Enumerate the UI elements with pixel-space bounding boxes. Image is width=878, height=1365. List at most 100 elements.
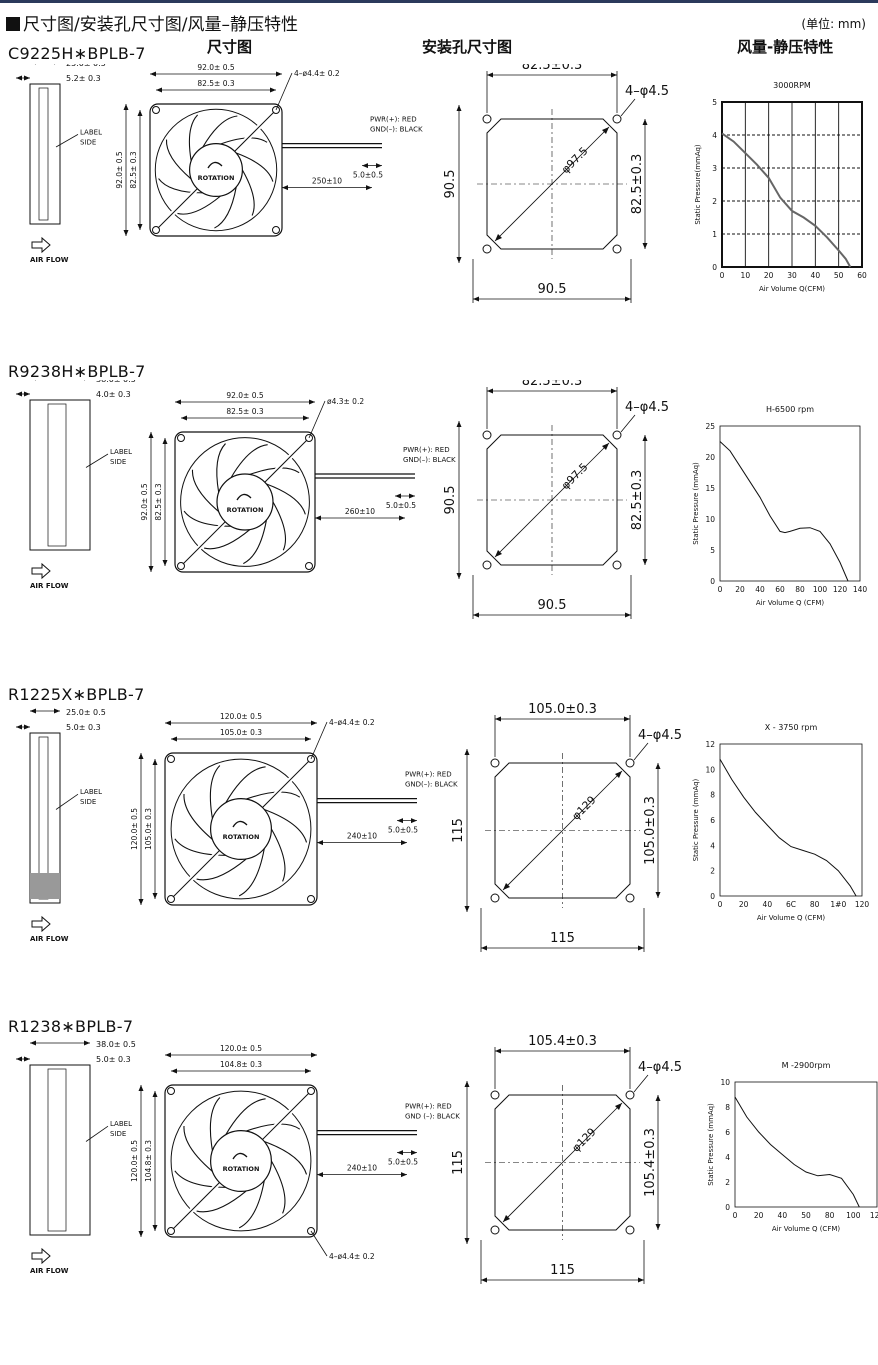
arrow-head xyxy=(123,104,129,110)
mount-width-dim: 90.5 xyxy=(538,282,567,297)
fan-blade xyxy=(238,1180,265,1229)
y-tick-label: 0 xyxy=(710,577,715,586)
mount-hole xyxy=(167,895,175,903)
mount-height-dim: 115 xyxy=(451,818,466,843)
diameter-line xyxy=(494,126,610,242)
pitch-dim: 104.8± 0.3 xyxy=(220,1060,262,1069)
arrow-head xyxy=(84,380,86,381)
chart-title: H-6500 rpm xyxy=(766,405,814,414)
arrow-head xyxy=(642,559,648,565)
x-tick-label: 50 xyxy=(834,271,844,280)
leader-line xyxy=(310,721,328,760)
y-tick-label: 20 xyxy=(705,453,715,462)
lead-dim: 240±10 xyxy=(347,832,377,841)
hole-marker xyxy=(625,758,635,768)
arrow-head xyxy=(137,224,143,230)
leader-line xyxy=(85,1125,109,1142)
label-side-text: SIDE xyxy=(110,458,126,466)
mount-hole xyxy=(167,755,175,763)
y-tick-label: 25 xyxy=(705,422,715,431)
pitch-dim: 82.5± 0.3 xyxy=(197,79,235,88)
hole-marker xyxy=(490,893,500,903)
arrow-head xyxy=(137,110,143,116)
y-tick-label: 12 xyxy=(705,740,715,749)
arrow-head xyxy=(303,415,309,421)
airflow-column-title: 风量-静压特性 xyxy=(737,38,834,56)
fan-opening xyxy=(154,108,278,232)
fan-blade xyxy=(243,519,267,565)
thickness-dim: 38.0± 0.5 xyxy=(96,380,136,384)
arrow-head xyxy=(638,1277,644,1283)
strip-dim: 5.0±0.5 xyxy=(353,171,383,180)
label-side-text: LABEL xyxy=(110,448,132,456)
y-axis-label: Static Pressure (mmAq) xyxy=(692,778,700,861)
arrow-head xyxy=(625,296,631,302)
fan-blade xyxy=(196,858,247,881)
x-tick-label: 0 xyxy=(718,900,723,909)
fan-blade xyxy=(216,443,226,493)
mount-height-dim: 90.5 xyxy=(443,486,458,515)
arrow-head xyxy=(34,64,36,65)
diameter-dim: φ97.5 xyxy=(559,144,591,176)
mount-hole xyxy=(305,434,313,442)
y-tick-label: 8 xyxy=(725,1103,730,1112)
holes-dim: ø4.3± 0.2 xyxy=(327,397,364,406)
square-bullet-icon xyxy=(6,17,20,31)
arrow-head xyxy=(162,560,168,566)
diameter-line xyxy=(502,1102,623,1223)
leader-line xyxy=(620,414,636,433)
hub xyxy=(189,142,244,197)
fan-opening xyxy=(180,437,310,567)
arrow-head xyxy=(481,1277,487,1283)
mount-outline xyxy=(494,762,631,899)
x-tick-label: 10 xyxy=(741,271,751,280)
arrow-head xyxy=(366,185,372,191)
arrow-head xyxy=(156,87,162,93)
y-tick-label: 5 xyxy=(712,98,717,107)
arrow-head xyxy=(152,893,158,899)
fan-blade xyxy=(230,444,268,479)
arrow-head xyxy=(615,1103,622,1110)
arrow-head xyxy=(123,230,129,236)
x-tick-label: 80 xyxy=(825,1211,835,1220)
rotation-arrow-icon xyxy=(232,820,248,828)
gnd-label: GND (–): BLACK xyxy=(405,1113,460,1121)
holes-dim: 4–ø4.4± 0.2 xyxy=(294,69,340,78)
gnd-label: GND(–): BLACK xyxy=(403,456,456,464)
rotation-text: ROTATION xyxy=(223,1165,260,1173)
airflow-arrow-icon xyxy=(31,1247,51,1265)
vpitch-dim: 105.0± 0.3 xyxy=(144,808,153,850)
x-tick-label: 140 xyxy=(853,585,868,594)
arrow-head xyxy=(152,759,158,765)
label-side-text: SIDE xyxy=(80,798,96,806)
hole-marker xyxy=(482,560,492,570)
fan-blade xyxy=(225,1098,266,1135)
fan-blade xyxy=(183,510,232,527)
arrow-head xyxy=(401,840,407,846)
side-hub xyxy=(47,403,67,547)
x-tick-label: 6C xyxy=(786,900,796,909)
y-tick-label: 6 xyxy=(725,1128,730,1137)
mount-hole xyxy=(272,106,280,114)
mount-hole xyxy=(167,1227,175,1235)
height-dim: 120.0± 0.5 xyxy=(130,1140,139,1182)
arrow-head xyxy=(152,1225,158,1231)
plot-frame xyxy=(719,425,861,582)
width-dim: 120.0± 0.5 xyxy=(220,712,262,721)
model-name: R1225X∗BPLB-7 xyxy=(8,685,145,704)
fan-opening xyxy=(170,758,312,900)
fan-blade xyxy=(266,483,306,515)
arrow-head xyxy=(411,1150,417,1156)
hole-marker xyxy=(612,114,622,124)
mount-vpitch-dim: 82.5±0.3 xyxy=(630,470,645,531)
arrow-head xyxy=(399,515,405,521)
side-hub xyxy=(38,87,49,221)
hole-marker xyxy=(625,1225,635,1235)
arrow-head xyxy=(495,716,501,722)
